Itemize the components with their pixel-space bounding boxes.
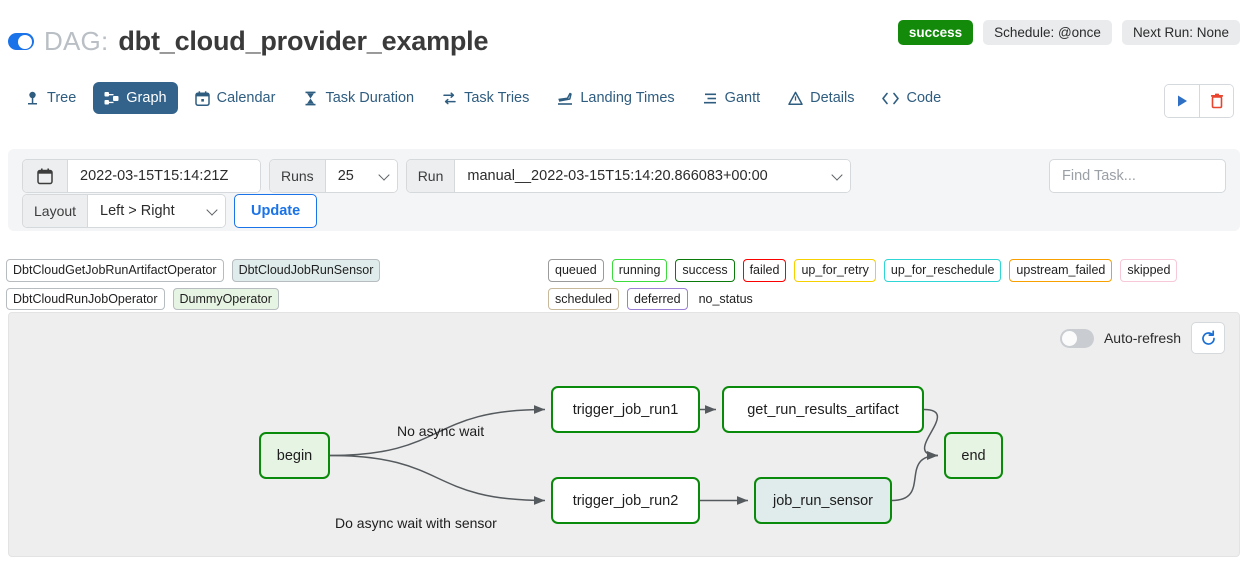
edge-label: No async wait	[397, 423, 485, 439]
tab-label: Task Tries	[464, 90, 530, 106]
tab-calendar[interactable]: Calendar	[184, 82, 287, 114]
graph-node-end[interactable]: end	[944, 432, 1003, 479]
landing-icon	[557, 91, 573, 106]
dag-controls-panel: 2022-03-15T15:14:21Z Runs 25 Run manual_…	[8, 149, 1240, 231]
status-badge: success	[897, 20, 974, 45]
legend-chip-up_for_reschedule: up_for_reschedule	[883, 259, 1002, 282]
graph-node-get_run_results_artifact[interactable]: get_run_results_artifact	[722, 386, 924, 433]
num-runs-select[interactable]: 25	[324, 160, 397, 192]
graph-canvas[interactable]: begin trigger_job_run1 get_run_results_art…	[9, 313, 1239, 556]
runs-label: Runs	[270, 160, 325, 192]
legend-chip-running: running	[611, 259, 668, 282]
base-date-group: 2022-03-15T15:14:21Z	[22, 159, 261, 193]
legend-chip-up_for_retry: up_for_retry	[794, 259, 876, 282]
runs-group: Runs 25	[269, 159, 398, 193]
play-icon	[1178, 95, 1187, 107]
layout-select[interactable]: Left > Right	[87, 195, 226, 227]
legend-chip-upstream_failed: upstream_failed	[1009, 259, 1113, 282]
retry-icon	[442, 91, 457, 106]
legend-chip-DbtCloudRunJobOperator: DbtCloudRunJobOperator	[6, 287, 165, 310]
dag-run-select[interactable]: manual__2022-03-15T15:14:20.866083+00:00	[454, 160, 851, 192]
graph-icon	[104, 91, 119, 106]
refresh-icon	[1201, 329, 1215, 345]
controls-row-secondary: Layout Left > Right Update	[22, 194, 318, 228]
layout-group: Layout Left > Right	[22, 194, 227, 228]
tab-label: Code	[906, 90, 942, 106]
next-run-badge: Next Run: None	[1121, 20, 1240, 45]
run-group: Run manual__2022-03-15T15:14:20.866083+0…	[405, 159, 852, 193]
update-button[interactable]: Update	[234, 194, 318, 228]
graph-node-trigger_job_run1[interactable]: trigger_job_run1	[551, 386, 700, 433]
base-date-input[interactable]: 2022-03-15T15:14:21Z	[67, 160, 260, 192]
code-icon	[882, 92, 900, 105]
tab-task-tries[interactable]: Task Tries	[431, 82, 540, 114]
graph-node-job_run_sensor[interactable]: job_run_sensor	[754, 477, 892, 524]
graph-toolbar: Auto-refresh	[1059, 322, 1225, 354]
graph-edge	[329, 405, 546, 457]
status-legend: queued running success failed up_for_retry up…	[548, 259, 1244, 310]
calendar-icon	[194, 90, 210, 106]
delete-dag-button[interactable]	[1199, 85, 1233, 117]
tab-details[interactable]: Details	[777, 82, 865, 114]
tab-gantt[interactable]: Gantt	[692, 82, 771, 114]
tab-label: Landing Times	[580, 90, 675, 106]
dag-view-tabbar: Tree Graph Calendar Task Duration Task Tries…	[0, 82, 1248, 130]
tab-label: Graph	[126, 90, 167, 106]
trash-icon	[1210, 93, 1223, 109]
legend-chip-skipped: skipped	[1120, 259, 1178, 282]
calendar-icon	[37, 168, 53, 184]
layout-label: Layout	[23, 195, 88, 227]
gantt-icon	[703, 91, 718, 106]
legend-chip-deferred: deferred	[627, 287, 688, 310]
run-label: Run	[406, 160, 455, 192]
graph-edges	[329, 405, 939, 505]
tab-graph[interactable]: Graph	[93, 82, 178, 114]
graph-edge	[923, 408, 939, 460]
hourglass-icon	[303, 91, 318, 106]
tab-task-duration[interactable]: Task Duration	[292, 82, 425, 114]
dag-graph-panel: Auto-refresh begin trigger_job_run1 get_ru…	[8, 312, 1240, 557]
dag-name-label: dbt_cloud_provider_example	[118, 26, 489, 56]
header-badges: success Schedule: @once Next Run: None	[897, 20, 1240, 45]
tab-tree[interactable]: Tree	[14, 82, 87, 114]
warning-triangle-icon	[788, 91, 803, 106]
tab-code[interactable]: Code	[871, 82, 952, 114]
dag-pause-toggle[interactable]	[8, 33, 34, 50]
refresh-button[interactable]	[1191, 322, 1225, 354]
legend-chip-DummyOperator: DummyOperator	[172, 287, 279, 310]
dag-title: DAG: dbt_cloud_provider_example	[8, 26, 488, 57]
controls-row-primary: 2022-03-15T15:14:21Z Runs 25 Run manual_…	[22, 159, 852, 193]
auto-refresh-toggle[interactable]	[1059, 328, 1094, 348]
find-task-input[interactable]: Find Task...	[1049, 159, 1226, 193]
tree-icon	[25, 91, 40, 106]
graph-edge	[891, 451, 939, 502]
legend-chip-scheduled: scheduled	[548, 287, 619, 310]
tab-label: Tree	[47, 90, 77, 106]
tab-label: Details	[810, 90, 855, 106]
dag-action-buttons	[1164, 84, 1234, 118]
auto-refresh-label: Auto-refresh	[1103, 330, 1181, 346]
tab-label: Gantt	[724, 90, 761, 106]
legend-chip-DbtCloudGetJobRunArtifactOperator: DbtCloudGetJobRunArtifactOperator	[6, 259, 224, 282]
edge-label: Do async wait with sensor	[335, 515, 497, 531]
tab-list: Tree Graph Calendar Task Duration Task Tries…	[14, 82, 952, 114]
legend-chip-success: success	[675, 259, 735, 282]
graph-edge	[329, 454, 546, 505]
legend-chip-failed: failed	[742, 259, 787, 282]
tab-label: Calendar	[216, 90, 276, 106]
tab-landing-times[interactable]: Landing Times	[546, 82, 685, 114]
dag-prefix-label: DAG:	[44, 26, 109, 56]
tab-label: Task Duration	[325, 90, 415, 106]
legend-chip-queued: queued	[548, 259, 604, 282]
legend-chip-no_status: no_status	[698, 291, 753, 306]
graph-node-trigger_job_run2[interactable]: trigger_job_run2	[551, 477, 700, 524]
dag-header: DAG: dbt_cloud_provider_example success …	[0, 0, 1248, 72]
legend-chip-DbtCloudJobRunSensor: DbtCloudJobRunSensor	[231, 259, 381, 282]
calendar-button[interactable]	[23, 160, 67, 192]
graph-node-begin[interactable]: begin	[259, 432, 330, 479]
schedule-badge: Schedule: @once	[983, 20, 1112, 45]
trigger-dag-button[interactable]	[1165, 85, 1199, 117]
